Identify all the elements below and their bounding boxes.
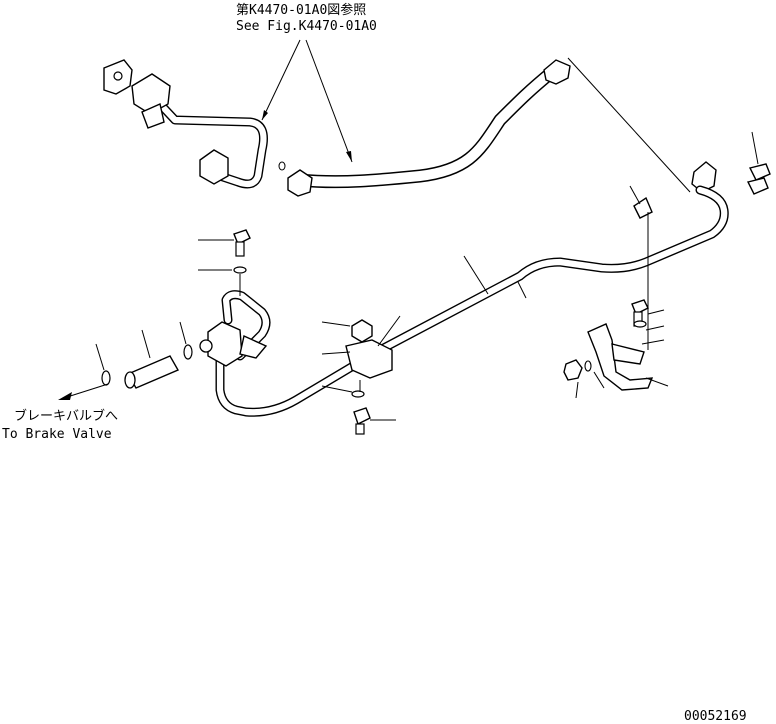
destination-label-jp: ブレーキバルブへ [14,408,118,424]
o-ring-right [183,344,193,360]
right-bracket-group [563,299,669,399]
washer [351,390,365,398]
to-brake-valve-arrow [58,383,109,400]
mounting-bracket [587,323,654,391]
hose-leader [567,57,691,193]
destination-label-en: To Brake Valve [2,427,112,442]
tube-nut [199,149,229,185]
left-loop-tube [199,290,385,417]
hose-fitting-left [287,169,313,197]
reference-label-jp: 第K4470-01A0図参照 [236,2,366,18]
left-block-fitting [207,321,243,367]
clamp [345,339,393,379]
center-clamp-group [321,315,401,435]
nut [563,359,583,381]
reference-leader-lines [261,39,353,163]
hose-fitting-right [543,59,571,85]
lock-washer [584,360,592,372]
right-connector-top [748,163,771,181]
right-elbow-fittings [629,131,771,219]
adapter-and-orings [95,321,193,389]
upper-tube-assembly [103,59,286,189]
upper-hose [287,59,571,197]
reference-label-en: See Fig.K4470-01A0 [236,19,377,34]
small-clip [633,196,653,219]
right-connector-bottom [746,177,769,195]
spacer [351,319,373,343]
o-ring-left [101,370,111,386]
adapter-body [127,355,179,389]
left-bolt-washer [198,229,251,296]
bracket-bolt-head [631,299,649,315]
drawing-number: 00052169 [684,709,747,724]
main-brake-tube [375,185,729,355]
